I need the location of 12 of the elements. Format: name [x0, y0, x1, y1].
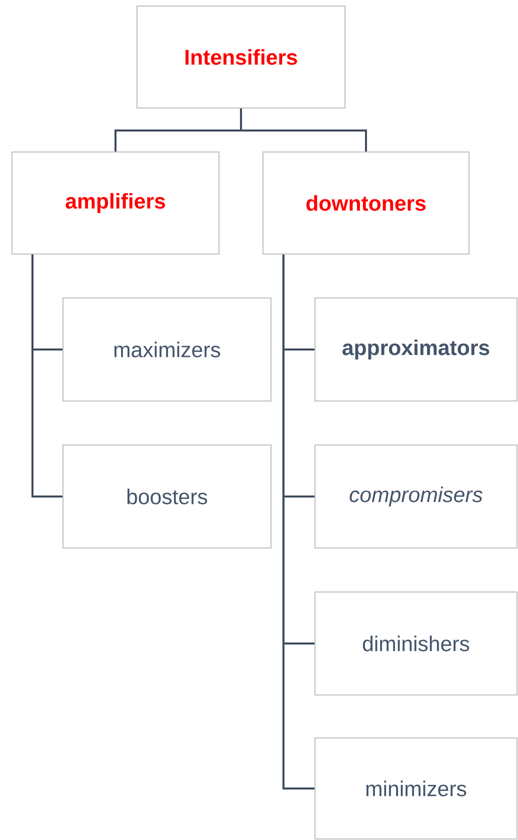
connector-line: [282, 254, 314, 790]
term-box: diminishers: [314, 591, 518, 696]
connector-line: [240, 108, 367, 152]
connector-line: [31, 254, 62, 498]
category-box: Intensifiers: [136, 5, 346, 109]
term-box: compromisers: [314, 444, 518, 549]
category-box: amplifiers: [11, 151, 220, 255]
term-box: boosters: [62, 444, 272, 549]
term-box: minimizers: [314, 737, 518, 840]
term-box: maximizers: [62, 297, 272, 402]
category-box: downtoners: [262, 151, 470, 255]
term-box: approximators: [314, 297, 518, 402]
